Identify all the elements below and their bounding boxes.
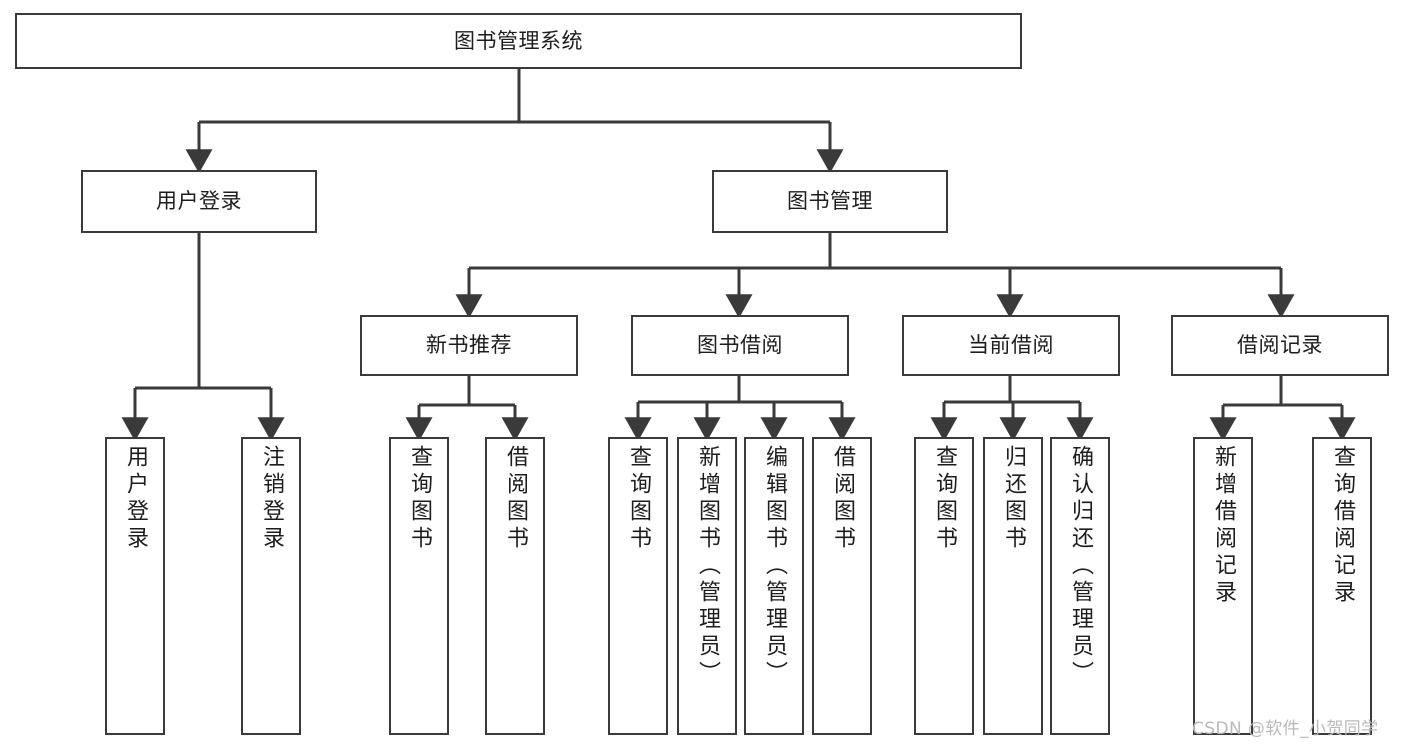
node-leaf-query-book-borrow-label: 查询图书 xyxy=(626,445,651,553)
node-current-borrow-label: 当前借阅 xyxy=(968,333,1054,358)
node-leaf-add-book-admin[interactable]: 新增图书（管理员） xyxy=(677,437,737,735)
node-new-book-recommend-label: 新书推荐 xyxy=(426,333,512,358)
node-leaf-query-book-recommend-label: 查询图书 xyxy=(407,445,432,553)
node-leaf-borrow-book-recommend[interactable]: 借阅图书 xyxy=(485,437,545,735)
node-borrow-record[interactable]: 借阅记录 xyxy=(1171,315,1389,376)
node-leaf-logout-label: 注销登录 xyxy=(259,445,284,553)
node-leaf-add-borrow-record-label: 新增借阅记录 xyxy=(1211,445,1236,607)
node-book-borrow-label: 图书借阅 xyxy=(697,333,783,358)
node-leaf-user-login-label: 用户登录 xyxy=(123,445,148,553)
node-user-login-label: 用户登录 xyxy=(156,189,242,214)
node-leaf-query-book-recommend[interactable]: 查询图书 xyxy=(389,437,449,735)
node-leaf-query-borrow-record-label: 查询借阅记录 xyxy=(1330,445,1355,607)
node-leaf-borrow-book-recommend-label: 借阅图书 xyxy=(503,445,528,553)
node-book-management-label: 图书管理 xyxy=(787,189,873,214)
node-borrow-record-label: 借阅记录 xyxy=(1237,333,1323,358)
node-user-login[interactable]: 用户登录 xyxy=(81,170,317,233)
node-leaf-query-book-current-label: 查询图书 xyxy=(932,445,957,553)
node-root-book-management-system[interactable]: 图书管理系统 xyxy=(15,13,1022,69)
node-root-label: 图书管理系统 xyxy=(454,28,583,53)
node-leaf-return-book[interactable]: 归还图书 xyxy=(983,437,1043,735)
node-leaf-logout[interactable]: 注销登录 xyxy=(241,437,301,735)
node-current-borrow[interactable]: 当前借阅 xyxy=(902,315,1120,376)
node-leaf-confirm-return-admin[interactable]: 确认归还（管理员） xyxy=(1050,437,1110,735)
node-leaf-borrow-book[interactable]: 借阅图书 xyxy=(812,437,872,735)
node-leaf-add-borrow-record[interactable]: 新增借阅记录 xyxy=(1193,437,1253,735)
node-book-management[interactable]: 图书管理 xyxy=(712,170,948,233)
node-leaf-return-book-label: 归还图书 xyxy=(1001,445,1026,553)
node-leaf-confirm-return-admin-label: 确认归还（管理员） xyxy=(1068,445,1093,688)
node-book-borrow[interactable]: 图书借阅 xyxy=(631,315,849,376)
csdn-watermark: CSDN @软件_小贺同学 xyxy=(1192,719,1379,739)
node-leaf-edit-book-admin-label: 编辑图书（管理员） xyxy=(762,445,787,688)
node-new-book-recommend[interactable]: 新书推荐 xyxy=(360,315,578,376)
node-leaf-query-borrow-record[interactable]: 查询借阅记录 xyxy=(1312,437,1372,735)
node-leaf-borrow-book-label: 借阅图书 xyxy=(830,445,855,553)
node-leaf-user-login[interactable]: 用户登录 xyxy=(105,437,165,735)
node-leaf-add-book-admin-label: 新增图书（管理员） xyxy=(695,445,720,688)
node-leaf-query-book-current[interactable]: 查询图书 xyxy=(914,437,974,735)
node-leaf-query-book-borrow[interactable]: 查询图书 xyxy=(608,437,668,735)
node-leaf-edit-book-admin[interactable]: 编辑图书（管理员） xyxy=(744,437,804,735)
